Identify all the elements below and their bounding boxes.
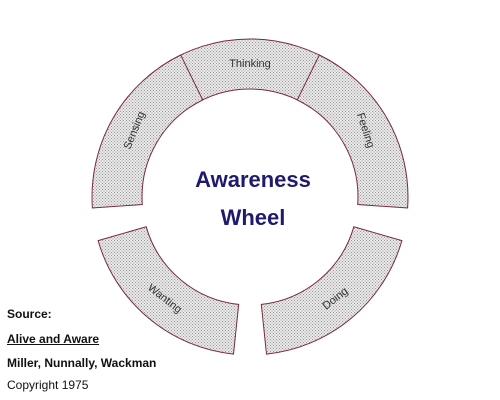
center-title-line2: Wheel <box>221 205 286 230</box>
source-label: Source: <box>7 307 52 321</box>
segment-doing <box>260 226 403 355</box>
copyright-notice: Copyright 1975 <box>7 378 89 392</box>
segment-sensing <box>91 54 204 209</box>
source-book-title: Alive and Aware <box>7 332 100 346</box>
segment-label-thinking: Thinking <box>229 58 271 70</box>
center-title-line1: Awareness <box>195 167 311 192</box>
segment-feeling <box>296 54 409 209</box>
source-authors: Miller, Nunnally, Wackman <box>7 356 157 370</box>
segment-wanting <box>97 226 240 355</box>
